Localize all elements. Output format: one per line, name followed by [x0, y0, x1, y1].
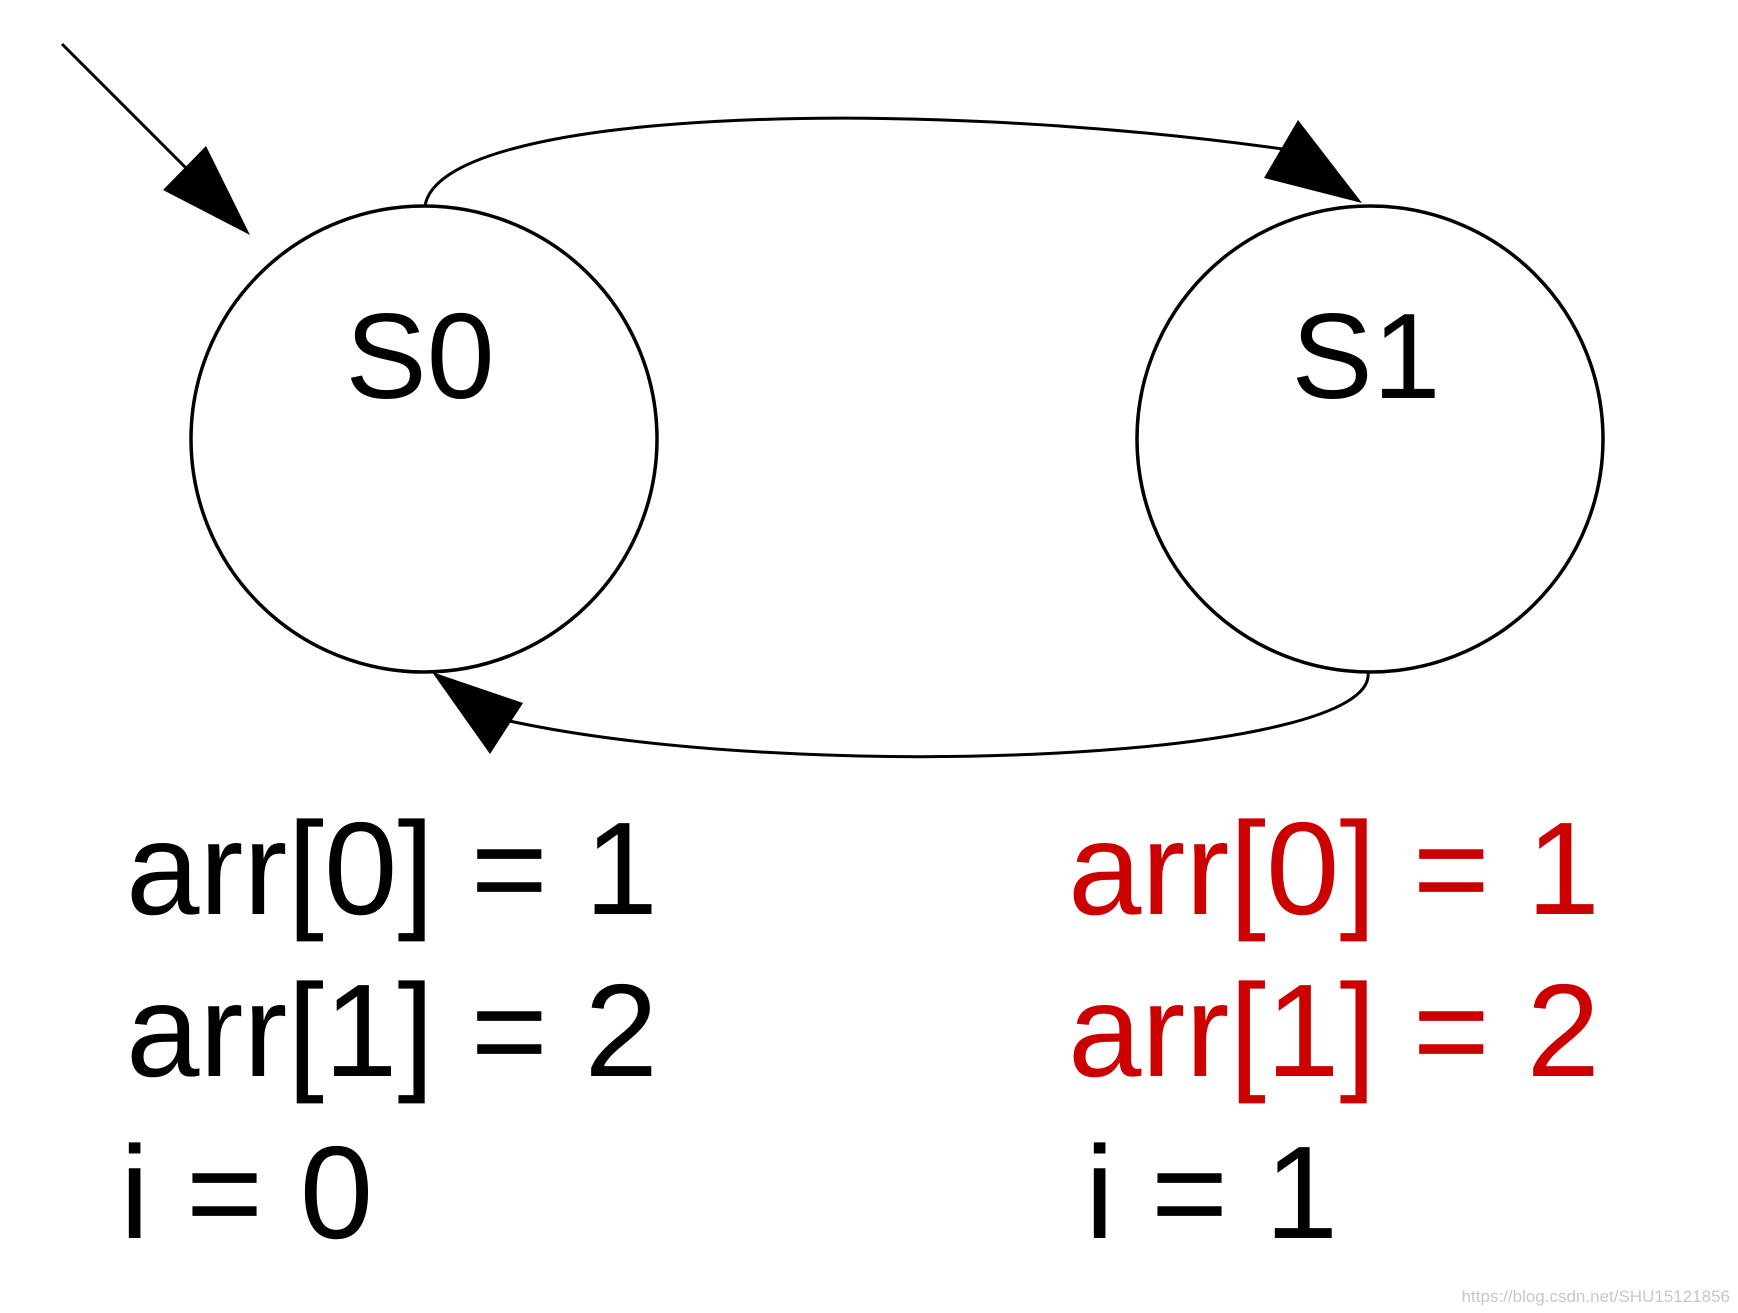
state-s0-label: S0 — [345, 288, 494, 424]
s0-var-arr0: arr[0] = 1 — [126, 795, 658, 942]
state-s1-circle[interactable] — [1135, 204, 1605, 674]
s1-var-arr0: arr[0] = 1 — [1068, 795, 1600, 942]
initial-arrowhead — [163, 146, 250, 235]
transition-s1-to-s0-arrowhead — [432, 672, 523, 754]
transition-s0-to-s1-arrowhead — [1264, 120, 1362, 203]
s0-var-arr1: arr[1] = 2 — [126, 957, 658, 1104]
transition-s1-to-s0 — [504, 671, 1370, 759]
watermark-text: https://blog.csdn.net/SHU15121856 — [1461, 1287, 1730, 1306]
transition-s0-to-s1 — [423, 116, 1291, 207]
state-s1-label: S1 — [1291, 288, 1440, 424]
s1-var-arr1: arr[1] = 2 — [1068, 957, 1600, 1104]
state-s0-circle[interactable] — [189, 204, 659, 674]
s0-var-i: i = 0 — [120, 1119, 374, 1266]
s1-var-i: i = 1 — [1085, 1119, 1339, 1266]
initial-arrow-line — [60, 42, 202, 184]
